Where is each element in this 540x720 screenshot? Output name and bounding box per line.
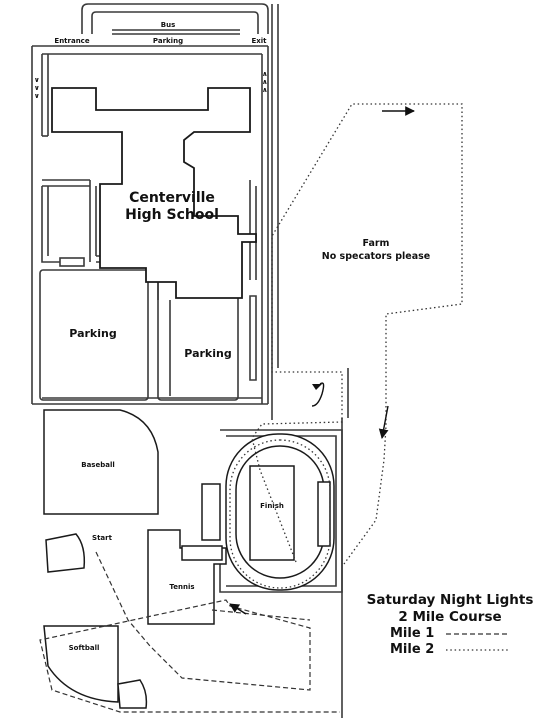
legend-subtitle: 2 Mile Course bbox=[398, 609, 501, 625]
school-building bbox=[51, 87, 257, 299]
school-name-line1: Centerville bbox=[129, 190, 215, 206]
right-parking-label: Parking bbox=[184, 347, 231, 360]
mile1-course bbox=[39, 551, 340, 713]
start-field bbox=[45, 533, 86, 573]
softball-field bbox=[43, 625, 119, 703]
tennis-label: Tennis bbox=[169, 583, 194, 591]
left-parking-label: Parking bbox=[69, 327, 116, 340]
entrance-chevrons: ∨ bbox=[34, 76, 40, 84]
baseball-field bbox=[43, 409, 159, 515]
u-turn-arrow-icon bbox=[311, 382, 325, 407]
svg-text:∧: ∧ bbox=[262, 86, 268, 94]
small-field bbox=[117, 679, 148, 709]
svg-text:∨: ∨ bbox=[34, 92, 40, 100]
top-parking-label: Parking bbox=[153, 37, 183, 45]
legend: Saturday Night Lights 2 Mile Course Mile… bbox=[367, 592, 534, 657]
road-network: ∨ ∨ ∨ ∧ ∧ ∧ bbox=[31, 3, 349, 718]
exit-chevrons: ∧ bbox=[262, 70, 268, 78]
baseball-label: Baseball bbox=[81, 461, 115, 469]
bleachers-left bbox=[201, 483, 221, 541]
bleachers-right bbox=[317, 481, 331, 547]
stadium-outline bbox=[219, 429, 343, 593]
school-name-line2: High School bbox=[125, 207, 219, 223]
svg-text:∨: ∨ bbox=[34, 84, 40, 92]
farm-note: No specators please bbox=[322, 251, 430, 262]
finish-label: Finish bbox=[260, 502, 284, 510]
entrance-label: Entrance bbox=[54, 37, 89, 45]
start-label: Start bbox=[92, 534, 113, 542]
legend-mile2-label: Mile 2 bbox=[390, 642, 434, 657]
arrow-up-left-icon bbox=[229, 603, 247, 615]
legend-mile1-label: Mile 1 bbox=[390, 626, 434, 641]
svg-text:∧: ∧ bbox=[262, 78, 268, 86]
infield bbox=[249, 465, 295, 561]
arrow-down-icon bbox=[378, 405, 389, 439]
exit-label: Exit bbox=[251, 37, 267, 45]
softball-label: Softball bbox=[69, 644, 100, 652]
legend-title: Saturday Night Lights bbox=[367, 592, 534, 608]
bus-label: Bus bbox=[161, 21, 176, 29]
farm-label: Farm bbox=[363, 238, 390, 249]
